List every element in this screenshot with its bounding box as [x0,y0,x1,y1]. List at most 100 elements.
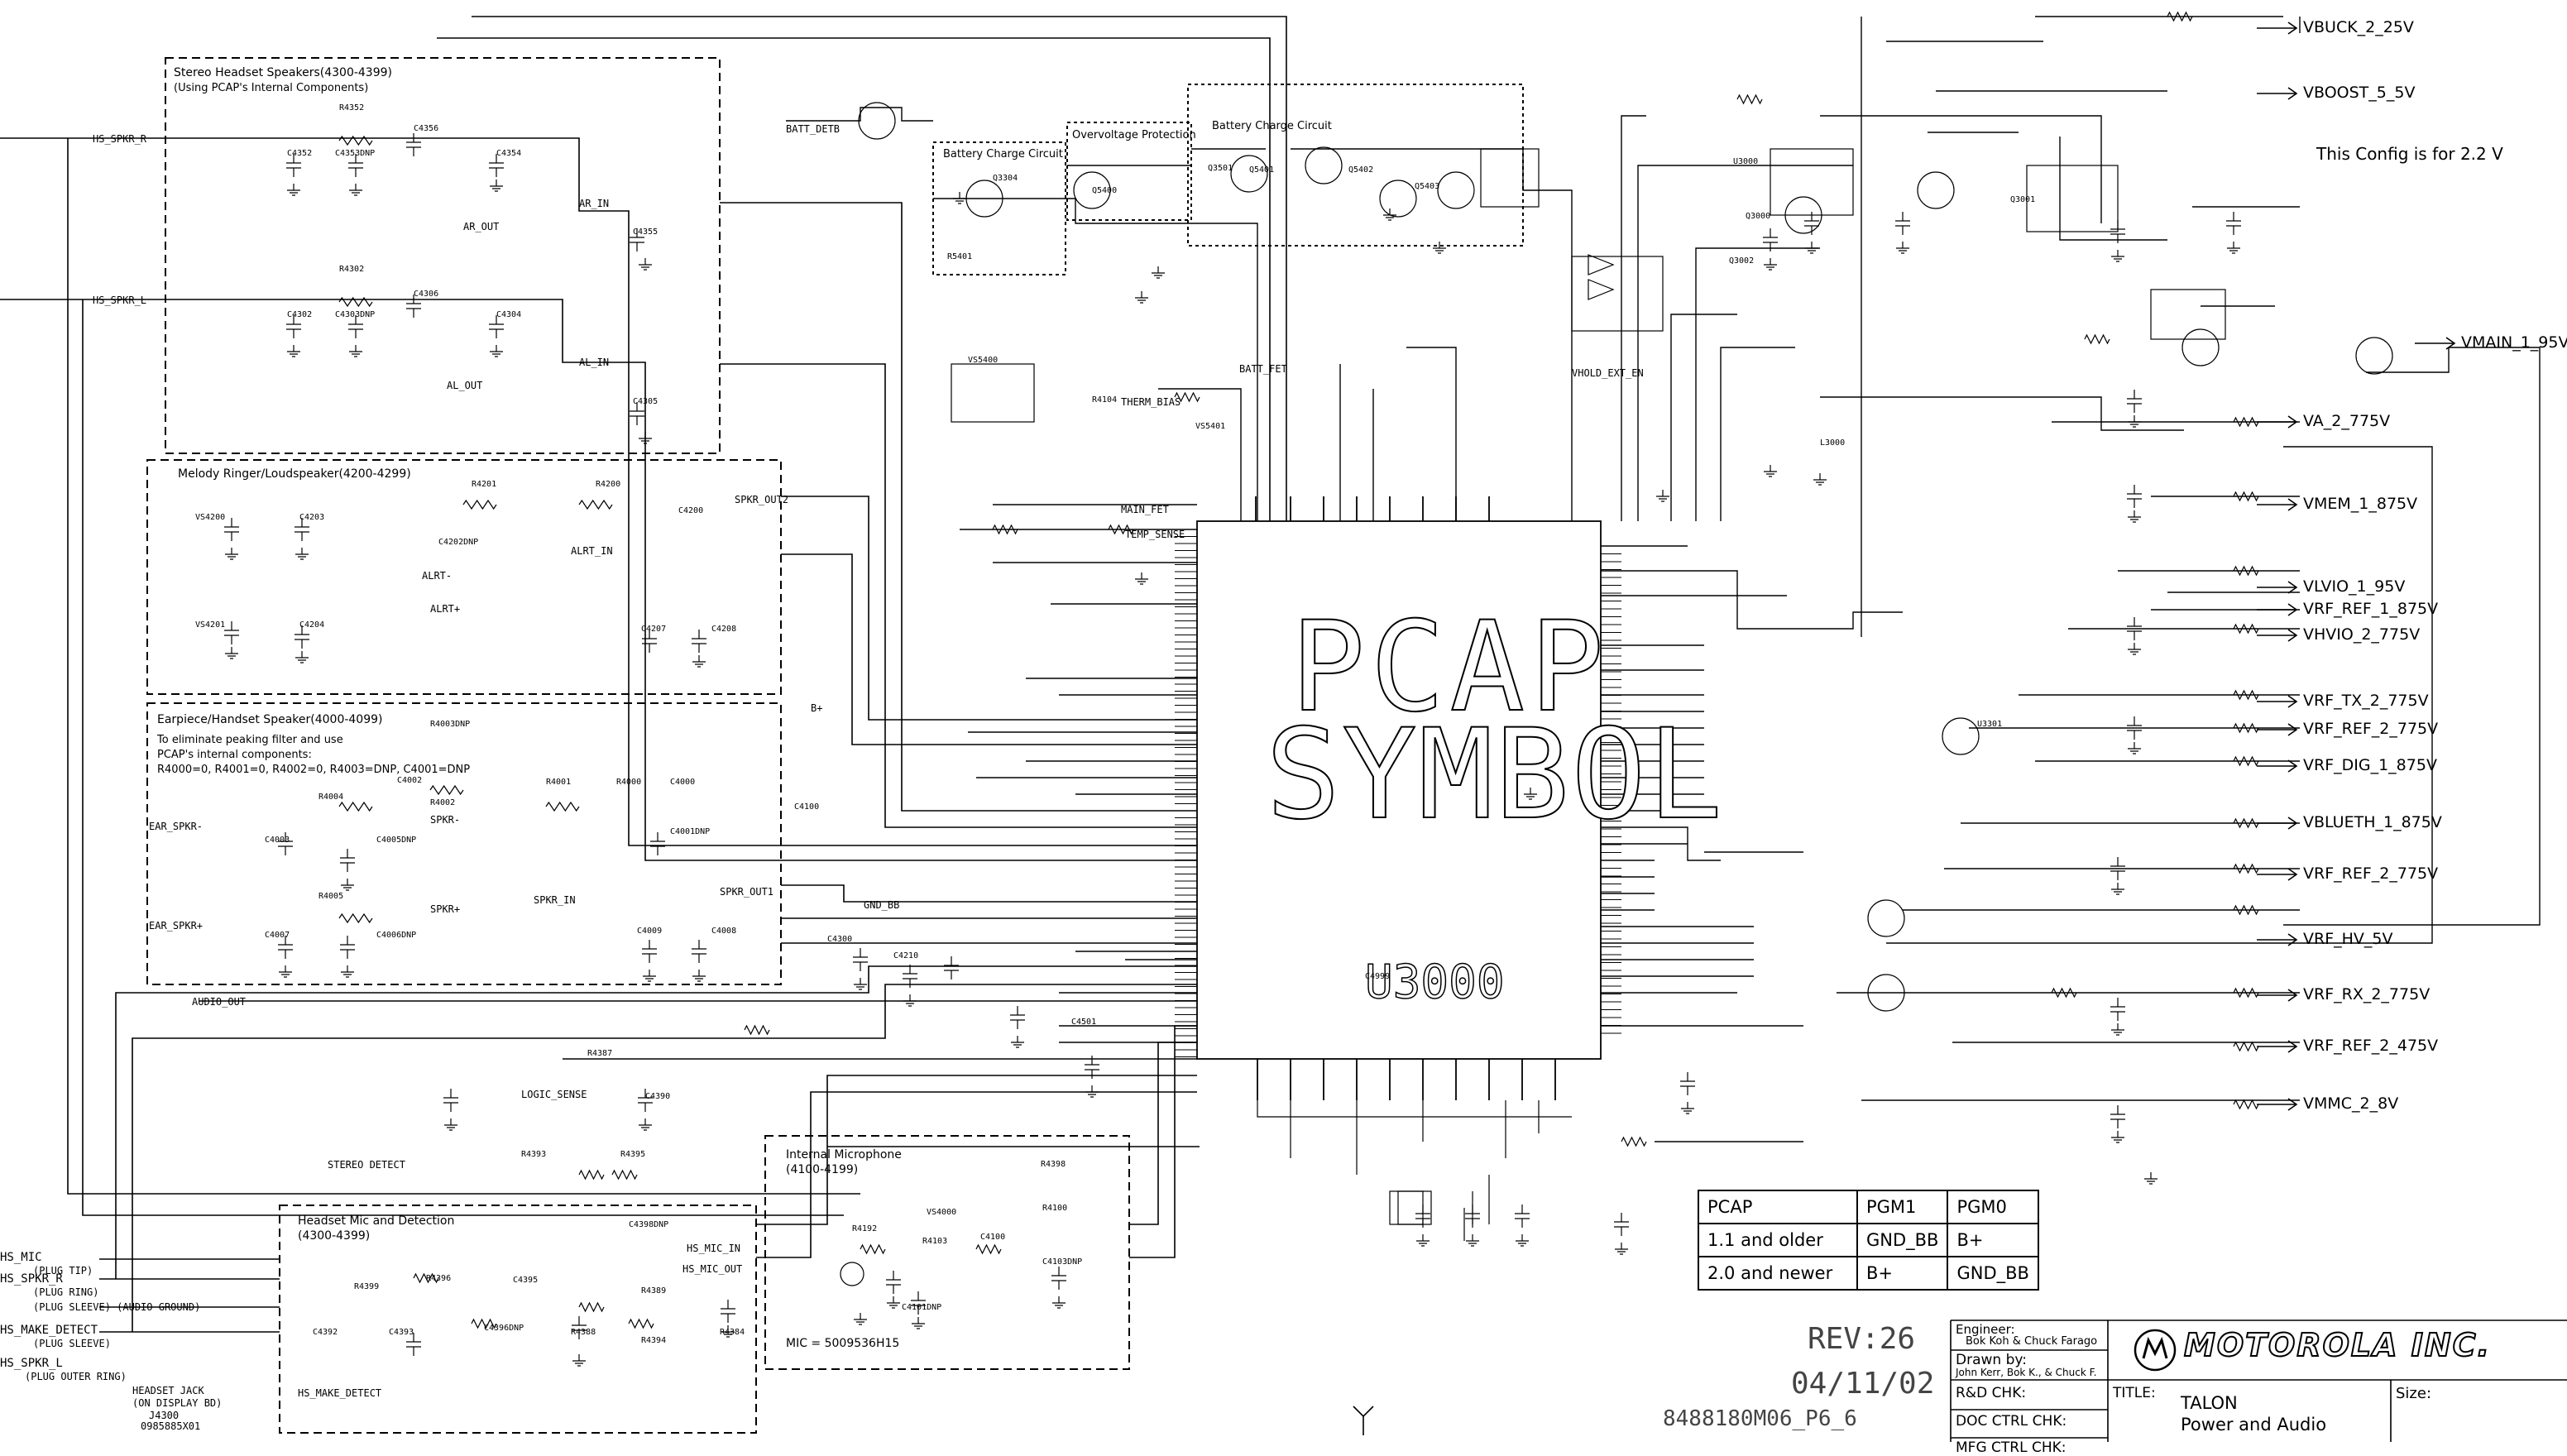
transistor-symbol [1437,171,1475,209]
capacitor-symbol [286,154,301,177]
component-designator: C4354 [496,149,522,158]
capacitor-symbol [406,295,421,318]
motorola-logo-icon [2134,1329,2177,1372]
microphone-symbol [840,1262,864,1286]
net-label: AL_IN [579,357,610,368]
component-designator: R4192 [852,1224,878,1233]
resistor-symbol [578,499,613,510]
resistor-symbol [338,912,373,924]
component-designator: R4389 [641,1286,667,1296]
component-designator: C4393 [389,1328,414,1337]
component-designator: VS5400 [968,356,999,365]
component-designator: C4007 [265,931,290,940]
net-label: TEMP_SENSE [1125,529,1185,540]
rail-label: VLVIO_1_95V [2303,577,2406,596]
net-label: ALRT+ [430,603,461,615]
ground-symbol [2227,242,2240,254]
capacitor-symbol [340,849,355,872]
resistor-symbol [992,524,1018,535]
component-designator: C4300 [827,935,853,944]
capacitor-symbol [278,936,293,959]
component-designator: C4353DNP [335,149,376,158]
ground-symbol [953,192,966,204]
stereo-title: Stereo Headset Speakers(4300-4399) [174,66,392,79]
ground-symbol [1416,1234,1430,1247]
capacitor-symbol [340,936,355,959]
net-label: AL_OUT [447,380,483,391]
ground-symbol [225,647,238,659]
component-designator: U3000 [1733,157,1759,166]
hsmic-title: Headset Mic and Detection [298,1214,455,1228]
component-designator: R4100 [1042,1204,1068,1213]
rail-label: VRF_REF_2_475V [2303,1037,2439,1055]
engineer-names: Bok Koh & Chuck Farago [1966,1335,2098,1348]
capacitor-symbol [2127,485,2142,508]
capacitor-symbol [1895,212,1910,235]
net-label: HS_SPKR_R [93,133,147,145]
ground-symbol [1524,788,1537,800]
component-designator: C4009 [637,927,663,936]
capacitor-symbol [295,625,309,649]
ground-symbol [349,184,362,196]
jack-line1: HEADSET JACK [132,1385,204,1396]
net-label: ALRT- [422,570,453,582]
capacitor-symbol [642,630,657,653]
ground-symbol [2128,415,2141,428]
earpiece-note1: To eliminate peaking filter and use [157,734,343,746]
resistor-symbol [628,1318,654,1329]
mfg-ctrl-check-label: MFG CTRL CHK: [1956,1439,2067,1456]
ground-symbol [854,1313,867,1325]
ground-symbol [490,180,503,192]
component-designator: C4355 [633,228,659,237]
capacitor-symbol [489,315,504,338]
resistor-symbol [1736,93,1763,105]
melody-title: Melody Ringer/Loudspeaker(4200-4299) [178,467,411,481]
capacitor-symbol [278,832,293,855]
capacitor-symbol [348,315,363,338]
resistor-symbol [2233,987,2259,999]
net-label: AR_IN [579,198,610,209]
intmic-box [764,1135,1130,1370]
component-designator: C4002 [397,776,423,785]
rail-arrow [2257,415,2298,429]
ground-symbol [572,1354,586,1367]
intmic-note: MIC = 5009536H15 [786,1337,900,1350]
rail-arrow [2257,868,2298,881]
net-label: AUDIO_OUT [192,996,247,1008]
earpiece-box [146,702,782,985]
capacitor-symbol [1680,1072,1695,1095]
component-designator: Q5400 [1092,186,1118,195]
pgm-cell: GND_BB [1856,1223,1949,1257]
net-label: HS_MAKE_DETECT [298,1387,382,1399]
ground-symbol [887,1296,900,1309]
component-designator: L3000 [1820,438,1846,448]
net-label: MAIN_FET [1121,504,1169,515]
ground-symbol [1011,1036,1024,1048]
rail-label: VRF_DIG_1_875V [2303,756,2437,774]
port-hs-make-detect-sub: (PLUG SLEEVE) [33,1338,111,1349]
ground-symbol [643,970,656,982]
earpiece-note3: R4000=0, R4001=0, R4002=0, R4003=DNP, C4… [157,764,471,776]
component-designator: C4003 [265,836,290,845]
ground-symbol [639,432,652,444]
resistor-symbol [1174,391,1200,403]
ground-symbol [903,994,917,1007]
component-designator: C4006DNP [376,931,417,940]
component-designator: R4003DNP [430,720,471,729]
component-designator: C4100 [794,802,820,812]
charge2-title: Battery Charge Circuit [1212,120,1332,132]
component-designator: C4305 [633,397,659,406]
hsmic-box [279,1205,757,1434]
ground-symbol [1896,242,1909,254]
transistor-symbol [2355,337,2393,375]
port-hs-spkr-r: HS_SPKR_R [0,1272,63,1286]
rail-arrow [2257,1040,2298,1053]
capacitor-symbol [2110,857,2125,880]
resistor-symbol [545,801,580,812]
revision-number: REV:26 [1808,1322,1916,1356]
jack-line4: 0985885X01 [141,1420,201,1432]
comparator-symbol [1588,279,1615,300]
ground-symbol [1681,1102,1694,1114]
ground-symbol [912,1317,925,1329]
